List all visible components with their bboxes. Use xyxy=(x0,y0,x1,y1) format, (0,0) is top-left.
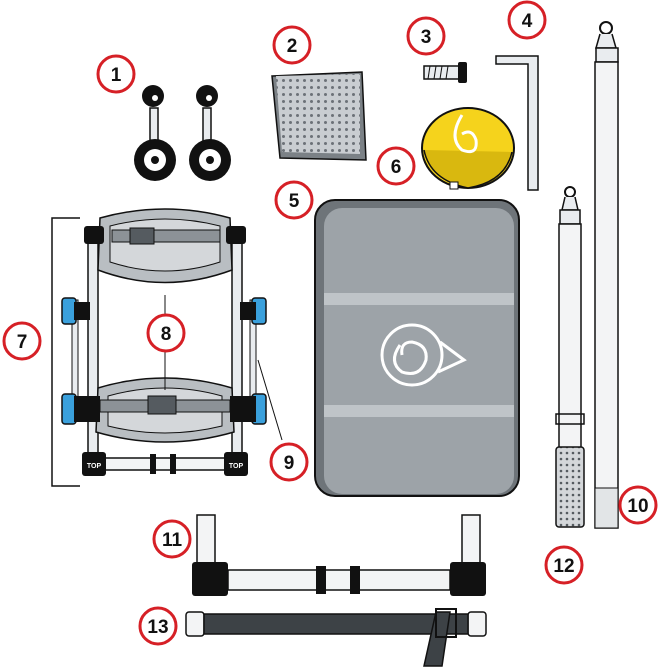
callout-number: 13 xyxy=(147,617,168,638)
spiral-logo-icon xyxy=(380,323,467,387)
callout-7: 7 xyxy=(2,321,42,361)
top-badge-left: TOP xyxy=(82,452,106,476)
callout-number: 11 xyxy=(162,530,183,551)
callout-ring xyxy=(146,313,186,353)
part-10-long-strap xyxy=(594,21,619,529)
callout-ring xyxy=(272,25,312,65)
callout-number: 9 xyxy=(284,453,295,474)
callout-ring xyxy=(274,180,314,220)
callout-number: 7 xyxy=(17,332,28,353)
spiral-logo-icon xyxy=(453,114,478,154)
part-6-yellow-disc xyxy=(421,107,515,190)
callout-ring xyxy=(618,485,658,525)
snap-hook-icon xyxy=(561,186,579,211)
callout-8: 8 xyxy=(146,313,186,353)
callout-number: 3 xyxy=(421,27,432,48)
callout-6: 6 xyxy=(376,146,416,186)
part-3-screw xyxy=(423,62,467,83)
callout-number: 12 xyxy=(553,556,574,577)
callout-ring xyxy=(96,54,136,94)
callout-number: 4 xyxy=(522,11,533,32)
callout-number: 10 xyxy=(627,496,648,517)
part-13-belt xyxy=(185,608,487,667)
callout-5: 5 xyxy=(274,180,314,220)
svg-text:TOP: TOP xyxy=(87,463,102,470)
callout-ring xyxy=(138,606,178,646)
callout-ring xyxy=(152,519,192,559)
part-4-hex-key xyxy=(495,55,539,191)
callout-11: 11 xyxy=(152,519,192,559)
callout-12: 12 xyxy=(544,545,584,585)
callout-3: 3 xyxy=(406,16,446,56)
callout-number: 8 xyxy=(161,324,172,345)
callout-4: 4 xyxy=(507,0,547,40)
callout-ring xyxy=(269,442,309,482)
part-1-wheels xyxy=(134,85,231,181)
callout-number: 5 xyxy=(289,191,300,212)
wheel-left xyxy=(134,85,176,181)
callout-1: 1 xyxy=(96,54,136,94)
part-8-upper-pad xyxy=(97,208,233,284)
wheel-right xyxy=(189,85,231,181)
callout-number: 1 xyxy=(111,65,122,86)
callout-number: 6 xyxy=(391,157,402,178)
callout-ring xyxy=(507,0,547,40)
callout-ring xyxy=(2,321,42,361)
part-12-handle-strap xyxy=(555,186,585,528)
part-2-foot-pad xyxy=(271,71,367,161)
top-badge-right: TOP xyxy=(224,452,248,476)
snap-hook-icon xyxy=(595,21,617,49)
callout-13: 13 xyxy=(138,606,178,646)
callout-ring xyxy=(544,545,584,585)
callout-ring xyxy=(406,16,446,56)
part-7-frame-assembly: TOP TOP xyxy=(51,208,283,487)
callout-9: 9 xyxy=(269,442,309,482)
part-11-base-bar xyxy=(192,514,486,596)
callout-ring xyxy=(376,146,416,186)
part-8-lower-pad xyxy=(95,377,235,443)
svg-text:TOP: TOP xyxy=(229,463,244,470)
callout-2: 2 xyxy=(272,25,312,65)
callout-10: 10 xyxy=(618,485,658,525)
part-5-mat xyxy=(314,199,520,497)
callout-number: 2 xyxy=(287,36,298,57)
